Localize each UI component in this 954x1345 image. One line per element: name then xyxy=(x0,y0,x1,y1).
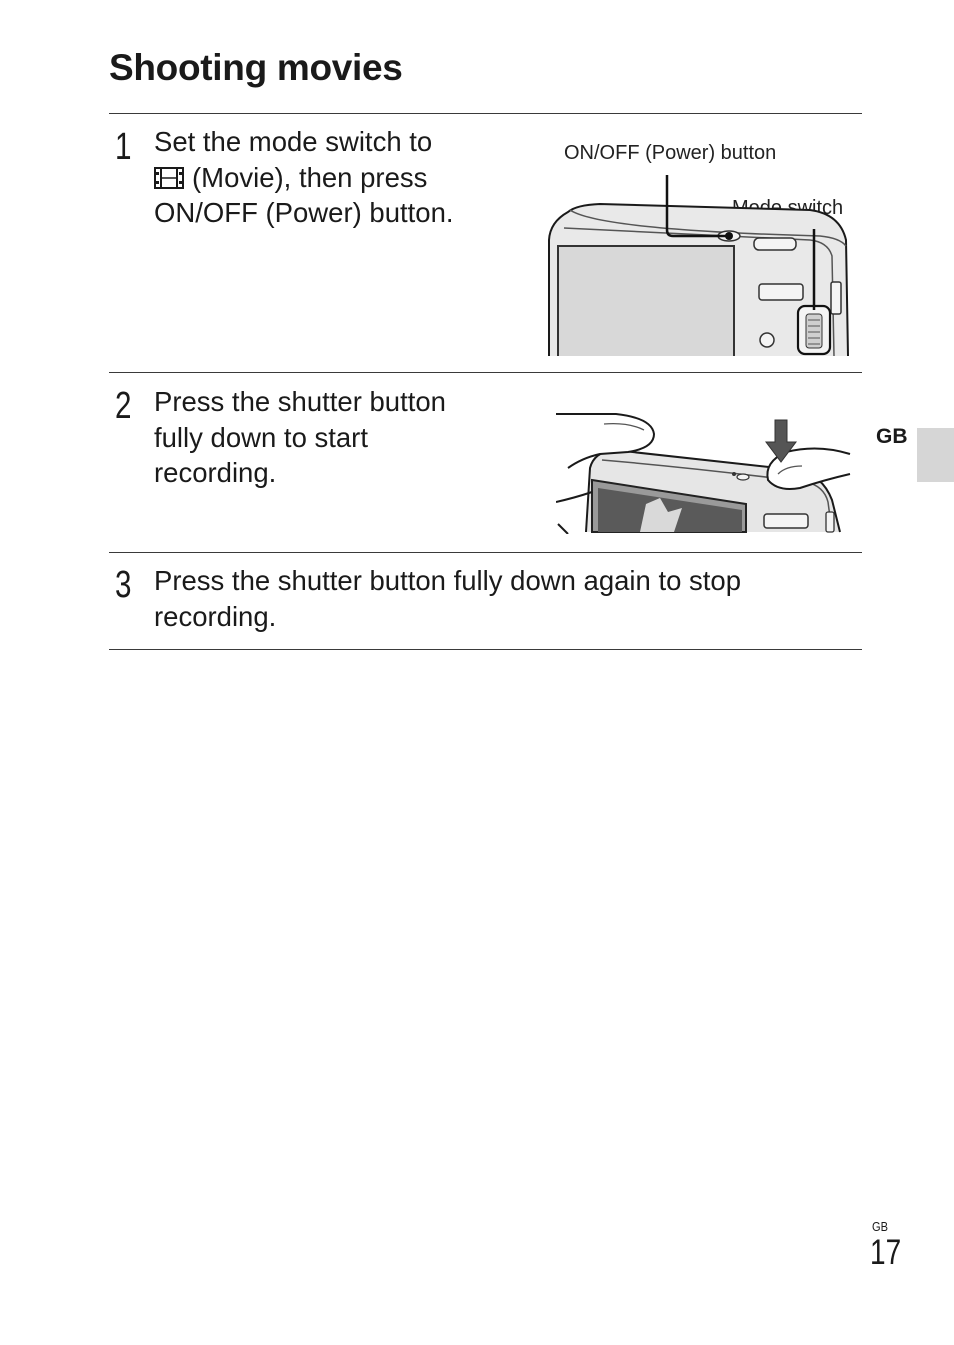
power-button-callout: ON/OFF (Power) button xyxy=(564,142,777,164)
movie-mode-icon xyxy=(154,166,184,189)
camera-top-illustration xyxy=(548,175,849,356)
step-line: recording. xyxy=(154,457,277,488)
step-line: fully down to start xyxy=(154,421,368,453)
language-tab-marker xyxy=(917,428,954,482)
step-number: 2 xyxy=(115,385,132,427)
page-number-label: GB xyxy=(872,1219,888,1234)
divider xyxy=(109,113,862,114)
step-line: Set the mode switch to xyxy=(154,126,433,157)
step-text: Press the shutter button fully down to s… xyxy=(154,384,446,491)
language-tab-label: GB xyxy=(876,425,908,448)
divider xyxy=(109,649,862,650)
step-text: Set the mode switch to (Movie), then pre… xyxy=(154,124,454,231)
step-line: (Movie), then press xyxy=(154,160,454,196)
step-text: Press the shutter button fully down agai… xyxy=(154,563,741,634)
step-number: 1 xyxy=(115,126,132,168)
camera-shutter-illustration xyxy=(556,413,851,534)
divider xyxy=(109,372,862,373)
page-number: 17 xyxy=(870,1233,902,1272)
step-line-text: (Movie), then press xyxy=(192,161,428,193)
divider xyxy=(109,552,862,553)
step-line: recording. xyxy=(154,600,277,632)
step-line: Press the shutter button xyxy=(154,386,446,417)
page-title: Shooting movies xyxy=(109,47,403,88)
step-number: 3 xyxy=(115,564,132,606)
step-line: Press the shutter button fully down agai… xyxy=(154,565,742,596)
step-line: ON/OFF (Power) button. xyxy=(154,197,454,228)
